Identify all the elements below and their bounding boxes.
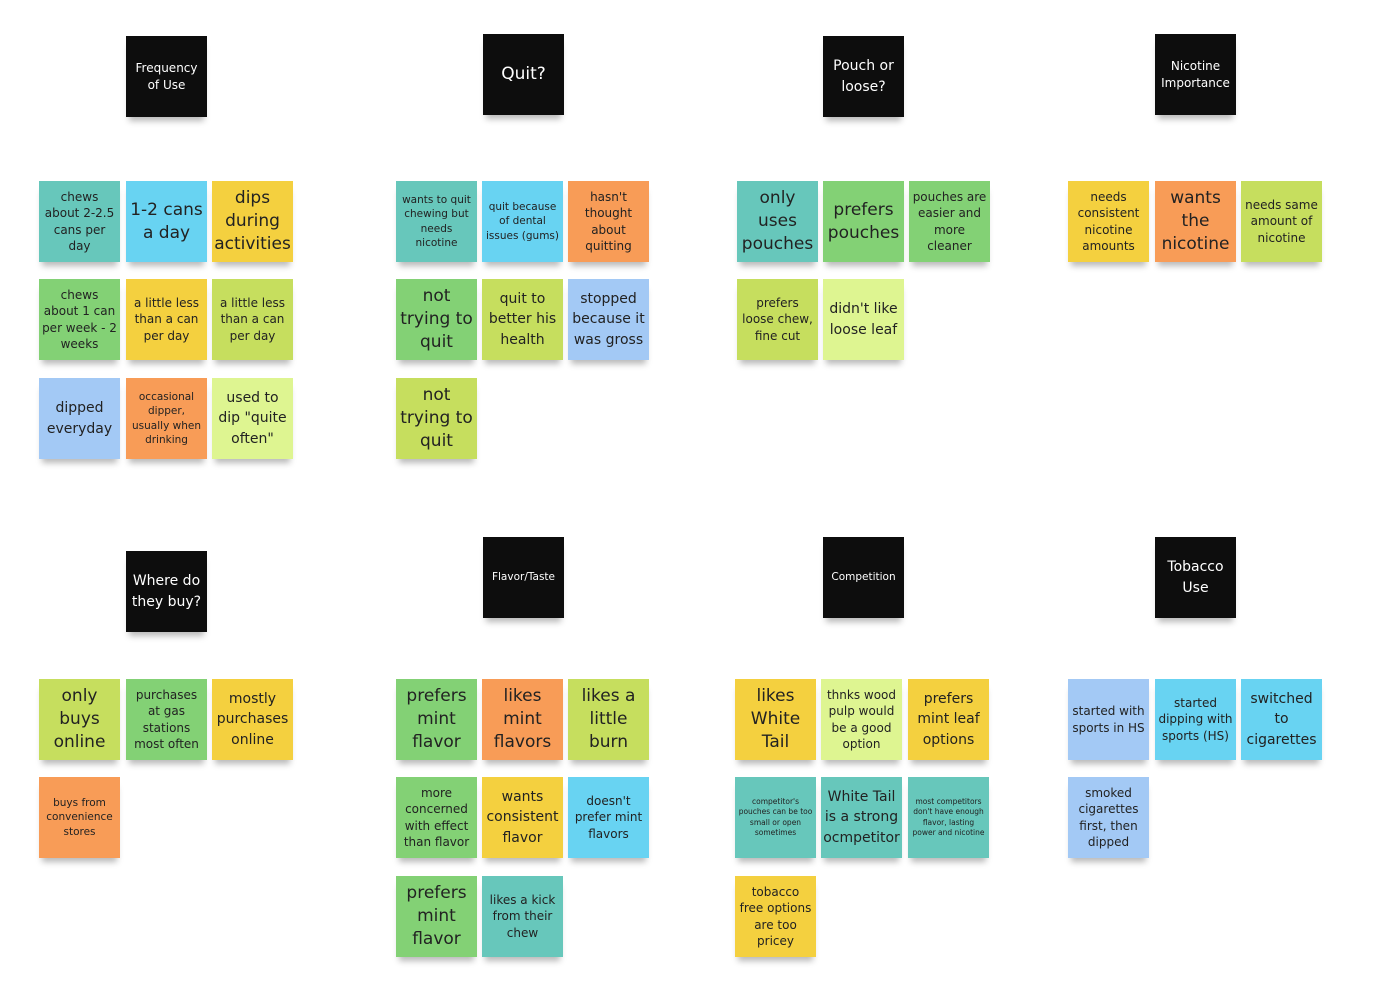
sticky-note[interactable]: dips during activities (212, 181, 293, 262)
sticky-note[interactable]: likes a kick from their chew (482, 876, 563, 957)
sticky-note[interactable]: competitor's pouches can be too small or… (735, 777, 816, 858)
sticky-note[interactable]: 1-2 cans a day (126, 181, 207, 262)
sticky-note[interactable]: not trying to quit (396, 378, 477, 459)
sticky-note[interactable]: switched to cigarettes (1241, 679, 1322, 760)
sticky-note[interactable]: a little less than a can per day (212, 279, 293, 360)
sticky-note[interactable]: thnks wood pulp would be a good option (821, 679, 902, 760)
sticky-note[interactable]: likes mint flavors (482, 679, 563, 760)
header-where-do-they-buy[interactable]: Where do they buy? (126, 551, 207, 632)
header-tobacco-use[interactable]: Tobacco Use (1155, 537, 1236, 618)
sticky-note[interactable]: likes a little burn (568, 679, 649, 760)
sticky-note[interactable]: chews about 1 can per week - 2 weeks (39, 279, 120, 360)
sticky-note[interactable]: prefers mint flavor (396, 679, 477, 760)
sticky-note[interactable]: doesn't prefer mint flavors (568, 777, 649, 858)
sticky-note[interactable]: prefers mint leaf options (908, 679, 989, 760)
sticky-note[interactable]: wants consistent flavor (482, 777, 563, 858)
sticky-note[interactable]: wants to quit chewing but needs nicotine (396, 181, 477, 262)
sticky-note[interactable]: quit because of dental issues (gums) (482, 181, 563, 262)
sticky-note[interactable]: stopped because it was gross (568, 279, 649, 360)
sticky-note[interactable]: purchases at gas stations most often (126, 679, 207, 760)
sticky-note[interactable]: hasn't thought about quitting (568, 181, 649, 262)
sticky-note[interactable]: needs consistent nicotine amounts (1068, 181, 1149, 262)
sticky-note[interactable]: only uses pouches (737, 181, 818, 262)
header-competition[interactable]: Competition (823, 537, 904, 618)
sticky-note[interactable]: chews about 2-2.5 cans per day (39, 181, 120, 262)
sticky-note[interactable]: dipped everyday (39, 378, 120, 459)
sticky-note[interactable]: most competitors don't have enough flavo… (908, 777, 989, 858)
sticky-note[interactable]: occasional dipper, usually when drinking (126, 378, 207, 459)
header-nicotine-importance[interactable]: Nicotine Importance (1155, 34, 1236, 115)
sticky-note[interactable]: wants the nicotine (1155, 181, 1236, 262)
sticky-note[interactable]: prefers pouches (823, 181, 904, 262)
sticky-note[interactable]: started dipping with sports (HS) (1155, 679, 1236, 760)
sticky-note[interactable]: smoked cigarettes first, then dipped (1068, 777, 1149, 858)
sticky-note[interactable]: prefers loose chew, fine cut (737, 279, 818, 360)
sticky-note[interactable]: buys from convenience stores (39, 777, 120, 858)
sticky-note[interactable]: more concerned with effect than flavor (396, 777, 477, 858)
header-frequency-of-use[interactable]: Frequency of Use (126, 36, 207, 117)
sticky-note[interactable]: pouches are easier and more cleaner (909, 181, 990, 262)
header-flavor-taste[interactable]: Flavor/Taste (483, 537, 564, 618)
sticky-note[interactable]: started with sports in HS (1068, 679, 1149, 760)
sticky-note[interactable]: needs same amount of nicotine (1241, 181, 1322, 262)
header-quit[interactable]: Quit? (483, 34, 564, 115)
sticky-note[interactable]: mostly purchases online (212, 679, 293, 760)
header-pouch-or-loose[interactable]: Pouch or loose? (823, 36, 904, 117)
sticky-note[interactable]: likes White Tail (735, 679, 816, 760)
sticky-note[interactable]: White Tail is a strong ocmpetitor (821, 777, 902, 858)
sticky-note[interactable]: tobacco free options are too pricey (735, 876, 816, 957)
sticky-note[interactable]: quit to better his health (482, 279, 563, 360)
sticky-note[interactable]: used to dip "quite often" (212, 378, 293, 459)
sticky-note[interactable]: only buys online (39, 679, 120, 760)
sticky-note[interactable]: prefers mint flavor (396, 876, 477, 957)
sticky-note[interactable]: not trying to quit (396, 279, 477, 360)
sticky-note[interactable]: a little less than a can per day (126, 279, 207, 360)
sticky-note[interactable]: didn't like loose leaf (823, 279, 904, 360)
